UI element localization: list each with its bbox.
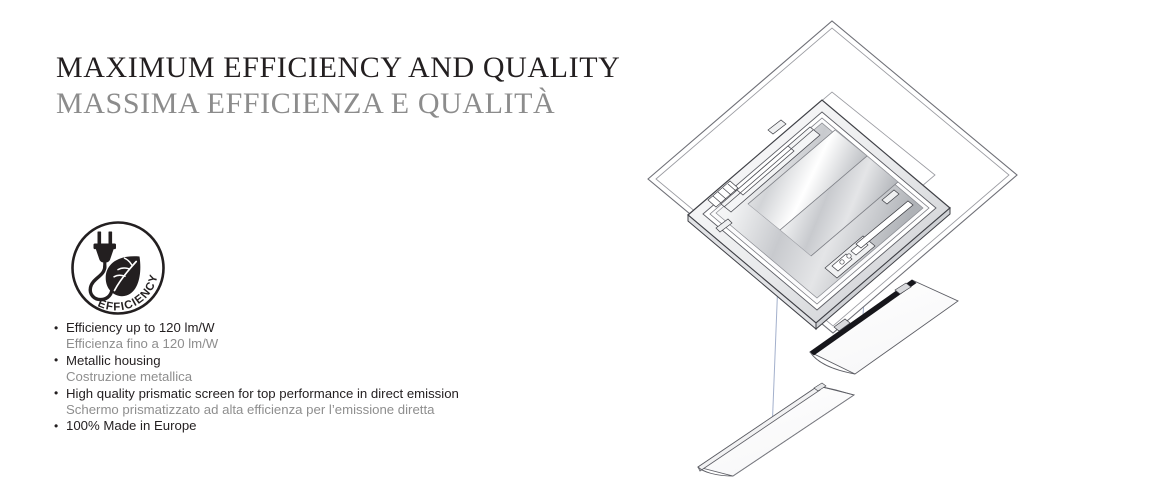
feature-list: Efficiency up to 120 lm/W Efficienza fin… [54, 319, 574, 435]
metallic-reflector [715, 122, 924, 299]
feature-text-en: High quality prismatic screen for top pe… [54, 385, 574, 402]
list-item: 100% Made in Europe [54, 418, 574, 435]
product-illustration [620, 0, 1170, 500]
gear-rail-detail [720, 126, 821, 213]
mounting-clip-icon [715, 119, 900, 233]
screen-slot [855, 200, 914, 249]
screen-clip-icon [894, 282, 912, 295]
efficiency-badge: EFFICIENCY [68, 218, 168, 318]
page-title-english: MAXIMUM EFFICIENCY AND QUALITY [56, 51, 621, 84]
terminal-block-icon [707, 180, 739, 208]
list-item: High quality prismatic screen for top pe… [54, 385, 574, 419]
luminaire-housing [687, 99, 951, 331]
feature-text-it: Efficienza fino a 120 lm/W [66, 336, 219, 352]
leaf-icon [105, 256, 141, 297]
screen-end-cap [813, 382, 827, 392]
heading-block: MAXIMUM EFFICIENCY AND QUALITY MASSIMA E… [56, 50, 656, 122]
list-item: Metallic housing Costruzione metallica [54, 352, 574, 386]
feature-text-it: Schermo prismatizzato ad alta efficienza… [66, 402, 435, 418]
feature-text-en: Efficiency up to 120 lm/W [54, 319, 574, 336]
page-title-italian: MASSIMA EFFICIENZA E QUALITÀ [56, 87, 556, 120]
prismatic-screen-upper [809, 279, 959, 375]
badge-ring [71, 221, 165, 315]
plug-cable-icon [88, 264, 114, 302]
feature-text-it: Costruzione metallica [66, 369, 193, 385]
list-item: Efficiency up to 120 lm/W Efficienza fin… [54, 319, 574, 353]
prismatic-screen-lower [696, 382, 856, 477]
screen-clip-icon [833, 318, 851, 332]
feature-text-en: Metallic housing [54, 352, 574, 369]
feature-text-en: 100% Made in Europe [54, 418, 574, 435]
